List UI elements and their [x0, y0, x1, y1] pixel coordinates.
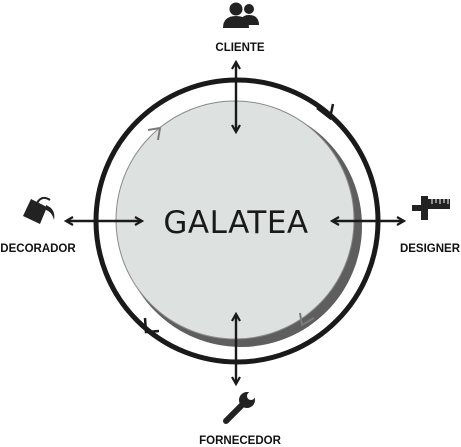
- outer-ring-arrow-top-right: [316, 103, 335, 121]
- node-label-cliente: CLIENTE: [215, 42, 265, 54]
- node-label-decorador: DECORADOR: [0, 243, 76, 255]
- inner-ring-arrow-bottom-right: [299, 312, 315, 327]
- node-label-designer: DESIGNER: [400, 243, 461, 255]
- inner-ring-arrow-top-left: [147, 126, 162, 141]
- wrench-icon: [223, 392, 255, 424]
- outer-ring-arrow-bottom-left: [143, 317, 160, 334]
- paint-bucket-icon: [23, 196, 55, 224]
- people-icon: [223, 2, 259, 28]
- node-label-fornecedor: FORNECEDOR: [199, 435, 281, 447]
- ruler-square-icon: [412, 196, 450, 220]
- center-label: GALATEA: [163, 205, 308, 241]
